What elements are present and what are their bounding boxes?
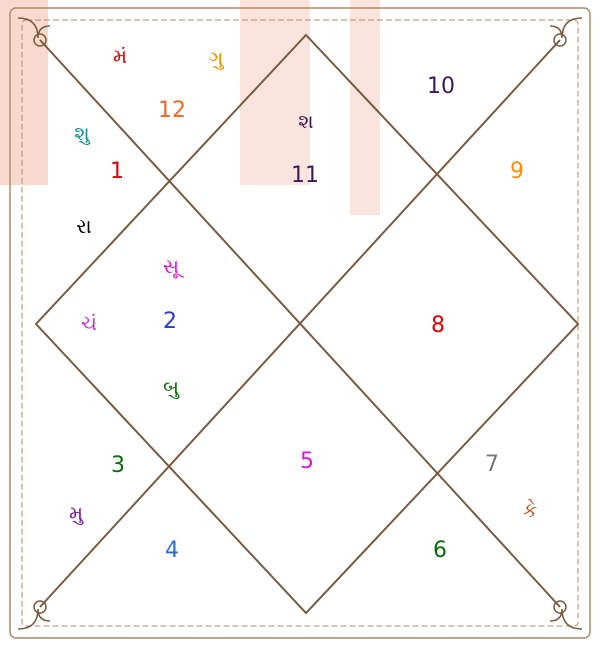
house-number-4: 4 <box>165 540 179 562</box>
planet-mu: મુ <box>69 503 83 523</box>
planet-budh: બુ <box>163 377 179 397</box>
house-number-7: 7 <box>485 454 499 476</box>
planet-ketu: કે <box>523 500 537 520</box>
planet-guru: ગુ <box>209 48 224 68</box>
house-number-12: 12 <box>158 100 186 122</box>
planet-rahu: રા <box>76 216 91 236</box>
house-number-9: 9 <box>510 161 524 183</box>
planet-shukra: શુ <box>74 123 89 143</box>
house-number-1: 1 <box>110 161 124 183</box>
planet-mars: મં <box>113 46 127 66</box>
house-number-5: 5 <box>300 451 314 473</box>
house-number-8: 8 <box>431 315 445 337</box>
planet-chandra: ચં <box>81 313 97 333</box>
house-number-2: 2 <box>163 311 177 333</box>
house-number-11: 11 <box>291 165 319 187</box>
house-number-3: 3 <box>111 455 125 477</box>
house-number-6: 6 <box>433 540 447 562</box>
watermark <box>0 0 380 215</box>
planet-surya: સૂ <box>163 256 179 276</box>
house-number-10: 10 <box>427 76 455 98</box>
planet-shani: શ <box>298 111 313 131</box>
